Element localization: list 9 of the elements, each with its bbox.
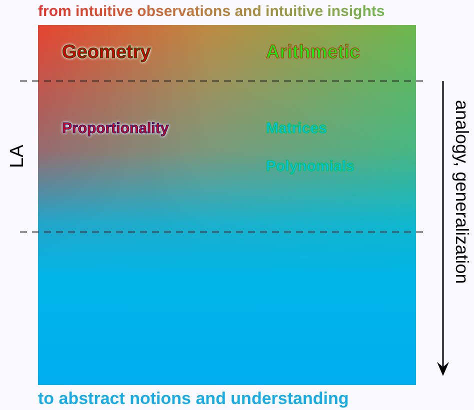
- topic-label: Geometry: [62, 43, 151, 64]
- topic-label: Proportionality: [62, 121, 169, 138]
- topic-label: Matrices: [266, 121, 327, 138]
- footer-text: to abstract notions and understanding: [38, 390, 349, 409]
- side-label: LA: [8, 144, 29, 168]
- topic-label: Arithmetic: [266, 43, 360, 64]
- axis-label: analogy, generalization: [451, 100, 471, 284]
- topic-label: Polynomials: [266, 159, 354, 176]
- heading-text: from intuitive observations and intuitive insights: [38, 4, 385, 20]
